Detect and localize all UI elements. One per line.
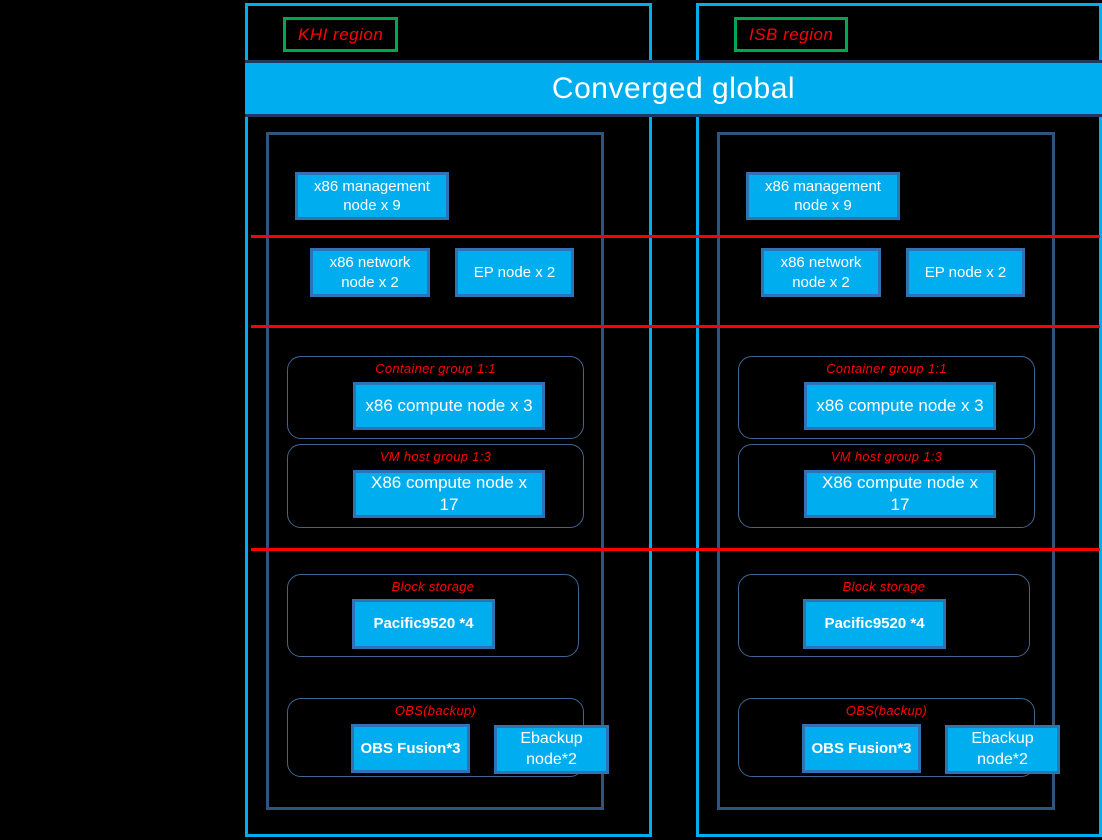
isb-obs-fusion-node-label: OBS Fusion*3	[811, 739, 912, 757]
khi-ep-node-box: EP node x 2	[455, 248, 574, 297]
khi-vm-compute-node-label: X86 compute node x 17	[371, 472, 527, 514]
khi-management-node-label: x86 management node x 9	[314, 177, 430, 215]
isb-container-group-title: Container group 1:1	[826, 361, 947, 376]
khi-network-node-label: x86 network node x 2	[329, 254, 411, 291]
isb-vm-compute-node-label: X86 compute node x 17	[822, 472, 978, 514]
isb-ep-node-box: EP node x 2	[906, 248, 1025, 297]
khi-network-node-box: x86 network node x 2	[310, 248, 430, 297]
isb-container-compute-node-label: x86 compute node x 3	[816, 395, 984, 415]
khi-obs-fusion-node-box: OBS Fusion*3	[351, 724, 470, 773]
khi-container-compute-node-box: x86 compute node x 3	[353, 382, 545, 430]
khi-ebackup-node-box: Ebackup node*2	[494, 725, 609, 774]
isb-network-node-label: x86 network node x 2	[780, 254, 862, 291]
isb-obs-backup-group: OBS(backup) OBS Fusion*3 Ebackup node*2	[738, 698, 1060, 777]
isb-network-node-box: x86 network node x 2	[761, 248, 881, 297]
khi-pacific-node-box: Pacific9520 *4	[352, 599, 495, 649]
khi-pacific-node-label: Pacific9520 *4	[373, 615, 474, 633]
isb-vm-host-group-title: VM host group 1:3	[830, 449, 943, 464]
isb-block-storage-group-title: Block storage	[842, 579, 926, 594]
khi-block-storage-group: Block storage Pacific9520 *4	[287, 574, 579, 657]
tier-separator-compute-storage	[251, 548, 1100, 551]
region-isb-label: ISB region	[749, 24, 834, 44]
khi-obs-backup-group-title: OBS(backup)	[394, 703, 477, 718]
khi-ebackup-node-label: Ebackup node*2	[520, 729, 583, 768]
khi-vm-host-group-title: VM host group 1:3	[379, 449, 492, 464]
isb-pacific-node-label: Pacific9520 *4	[824, 615, 925, 633]
isb-container-compute-node-box: x86 compute node x 3	[804, 382, 996, 430]
converged-global-title: Converged global	[551, 71, 796, 105]
isb-vm-host-group: VM host group 1:3 X86 compute node x 17	[738, 444, 1035, 528]
khi-block-storage-group-title: Block storage	[391, 579, 475, 594]
region-khi-inner-container	[266, 132, 604, 810]
khi-container-compute-node-label: x86 compute node x 3	[365, 395, 533, 415]
tier-separator-management-network	[251, 235, 1100, 238]
region-isb: ISB region x86 management node x 9 x86 n…	[696, 3, 1102, 837]
isb-management-node-box: x86 management node x 9	[746, 172, 900, 220]
khi-ep-node-label: EP node x 2	[473, 263, 556, 281]
region-isb-label-box: ISB region	[734, 17, 849, 52]
tier-separator-network-compute	[251, 325, 1100, 328]
isb-block-storage-group: Block storage Pacific9520 *4	[738, 574, 1030, 657]
converged-global-banner: Converged global	[245, 60, 1102, 117]
khi-vm-host-group: VM host group 1:3 X86 compute node x 17	[287, 444, 584, 528]
isb-container-group: Container group 1:1 x86 compute node x 3	[738, 356, 1035, 439]
isb-obs-fusion-node-box: OBS Fusion*3	[802, 724, 921, 773]
isb-vm-compute-node-box: X86 compute node x 17	[804, 470, 996, 518]
region-khi-label: KHI region	[298, 24, 384, 44]
region-khi: KHI region x86 management node x 9 x86 n…	[245, 3, 652, 837]
khi-container-group: Container group 1:1 x86 compute node x 3	[287, 356, 584, 439]
khi-container-group-title: Container group 1:1	[375, 361, 496, 376]
khi-vm-compute-node-box: X86 compute node x 17	[353, 470, 545, 518]
isb-obs-backup-group-title: OBS(backup)	[845, 703, 928, 718]
khi-management-node-box: x86 management node x 9	[295, 172, 449, 220]
khi-obs-fusion-node-label: OBS Fusion*3	[360, 739, 461, 757]
isb-ep-node-label: EP node x 2	[924, 263, 1007, 281]
isb-pacific-node-box: Pacific9520 *4	[803, 599, 946, 649]
isb-ebackup-node-label: Ebackup node*2	[971, 729, 1034, 768]
isb-ebackup-node-box: Ebackup node*2	[945, 725, 1060, 774]
region-isb-inner-container	[717, 132, 1055, 810]
isb-management-node-label: x86 management node x 9	[765, 177, 881, 215]
region-khi-label-box: KHI region	[283, 17, 399, 52]
khi-obs-backup-group: OBS(backup) OBS Fusion*3 Ebackup node*2	[287, 698, 609, 777]
